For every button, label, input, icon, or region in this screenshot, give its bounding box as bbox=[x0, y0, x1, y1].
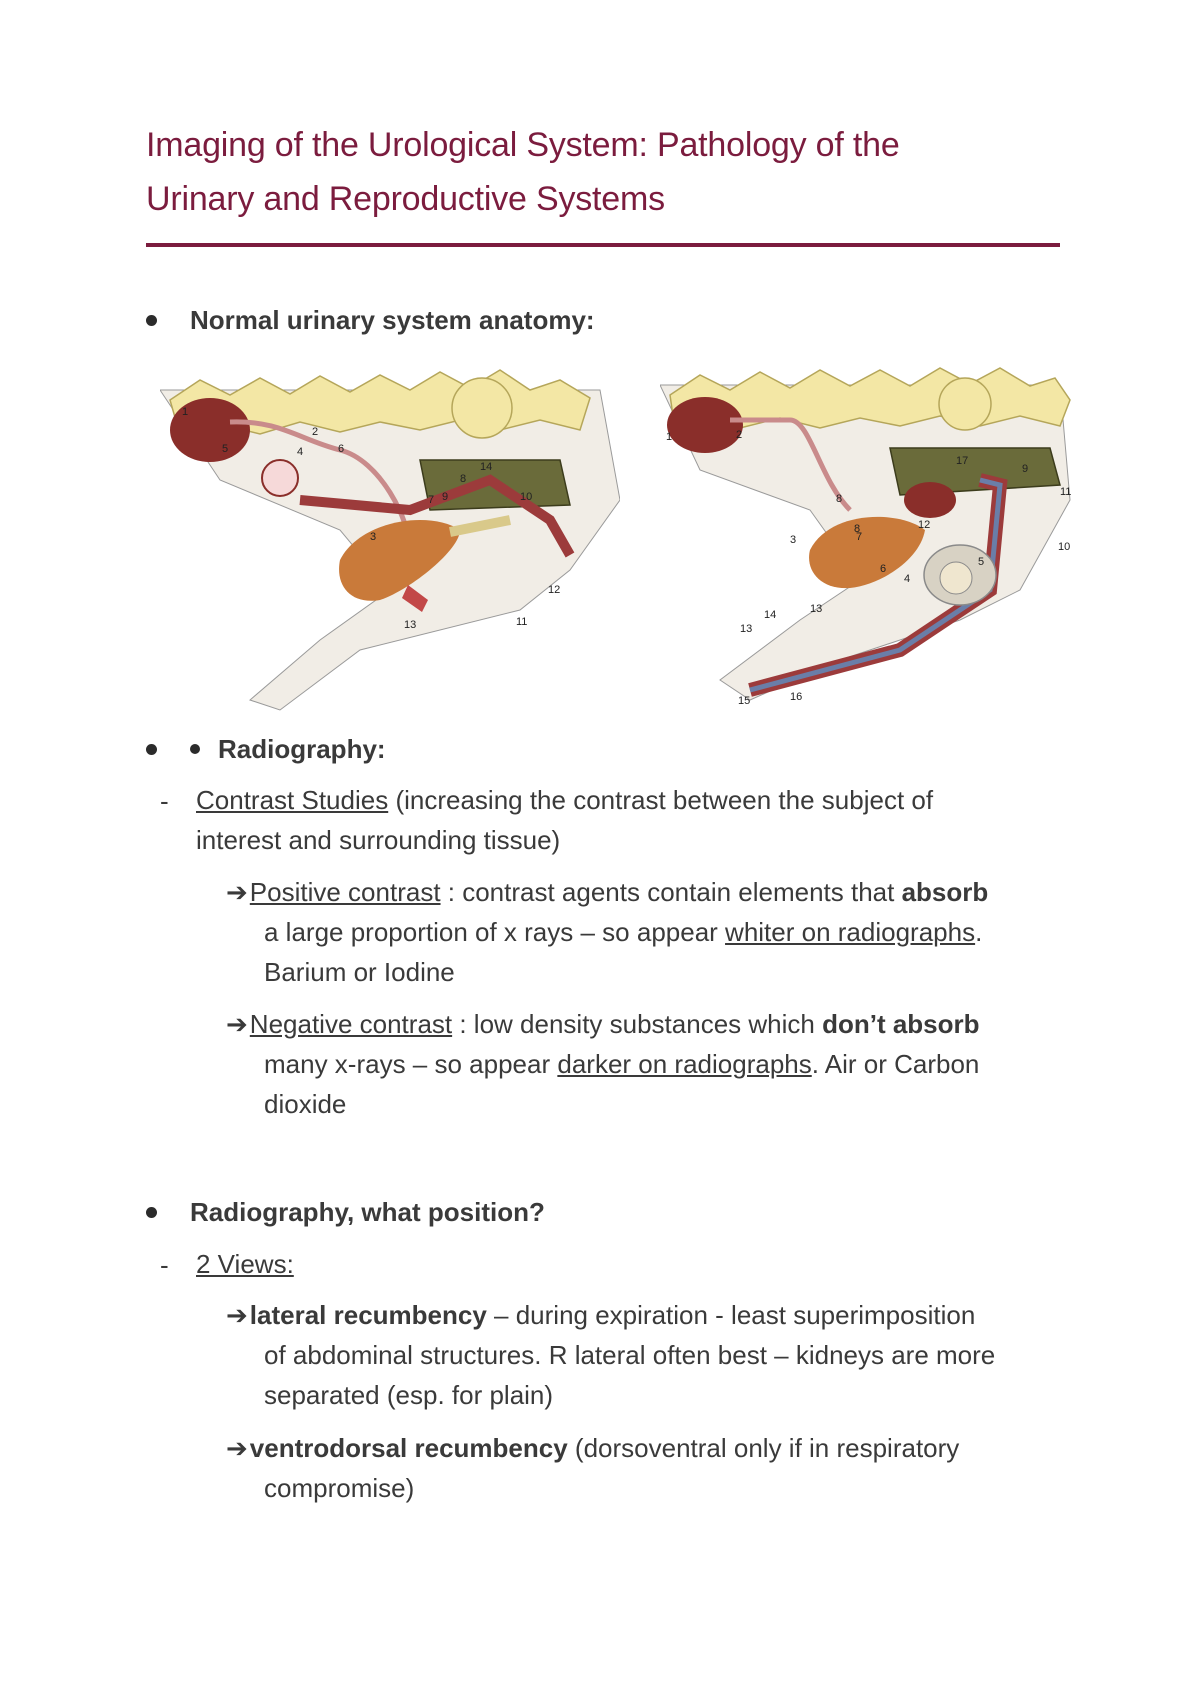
bladder bbox=[809, 516, 925, 589]
figure-label: 14 bbox=[764, 609, 776, 621]
figure-label: 8 bbox=[854, 523, 860, 535]
title-line-1: Imaging of the Urological System: Pathol… bbox=[146, 126, 900, 164]
negative-contrast-item: ➔Negative contrast : low density substan… bbox=[226, 1004, 1076, 1124]
figure-label: 13 bbox=[740, 623, 752, 635]
arrow-icon: ➔ bbox=[226, 1433, 248, 1463]
ureter bbox=[229, 419, 413, 551]
figure-label: 13 bbox=[404, 619, 416, 631]
negative-contrast-bold: don’t absorb bbox=[822, 1009, 980, 1039]
arrow-icon: ➔ bbox=[226, 1009, 248, 1039]
section-heading-position: Radiography, what position? bbox=[190, 1197, 545, 1227]
figure-label: 2 bbox=[312, 426, 318, 438]
figure-label: 7 bbox=[856, 531, 862, 543]
prostate bbox=[904, 482, 956, 518]
contrast-studies-item: Contrast Studies (increasing the contras… bbox=[196, 780, 1076, 860]
arrow-icon: ➔ bbox=[226, 877, 248, 907]
title-underline-rule bbox=[146, 243, 1060, 247]
kidney bbox=[667, 397, 743, 453]
figure-label: 3 bbox=[790, 534, 796, 546]
bullet-icon bbox=[190, 744, 200, 754]
lateral-recumbency-item: ➔lateral recumbency – during expiration … bbox=[226, 1295, 1086, 1415]
urethra bbox=[449, 515, 511, 537]
muscle bbox=[402, 585, 428, 612]
negative-contrast-label: Negative contrast bbox=[249, 1009, 453, 1039]
figure-label: 1 bbox=[182, 406, 188, 418]
negative-contrast-text: : low density substances which bbox=[452, 1009, 823, 1039]
ovary bbox=[261, 459, 299, 497]
lateral-recumbency-text-2: of abdominal structures. R lateral often… bbox=[264, 1340, 996, 1370]
kidney bbox=[170, 398, 250, 462]
ventrodorsal-recumbency-text: (dorsoventral only if in respiratory bbox=[567, 1433, 960, 1463]
figure-label: 17 bbox=[956, 455, 968, 467]
arrow-icon: ➔ bbox=[226, 1300, 248, 1330]
reproductive-tract bbox=[299, 474, 575, 558]
negative-contrast-underline: darker on radiographs bbox=[557, 1049, 812, 1079]
contrast-studies-text: (increasing the contrast between the sub… bbox=[388, 785, 934, 815]
bladder bbox=[339, 520, 460, 601]
section-heading-anatomy: Normal urinary system anatomy: bbox=[190, 305, 595, 335]
list-dash: - bbox=[160, 1250, 169, 1280]
positive-contrast-text-3: . bbox=[975, 917, 983, 947]
negative-contrast-text-2: many x-rays – so appear bbox=[264, 1049, 558, 1079]
page-title: Imaging of the Urological System: Pathol… bbox=[146, 118, 1066, 226]
positive-contrast-text-4: Barium or Iodine bbox=[264, 957, 455, 987]
anatomy-figure-female: 1 2 3 4 5 6 7 8 9 10 11 12 13 14 bbox=[160, 369, 620, 711]
positive-contrast-label: Positive contrast bbox=[249, 877, 441, 907]
figure-label: 6 bbox=[338, 443, 344, 455]
bullet-icon bbox=[146, 1207, 157, 1218]
figure-label: 8 bbox=[836, 493, 842, 505]
positive-contrast-text-2: a large proportion of x rays – so appear bbox=[264, 917, 726, 947]
figure-label: 7 bbox=[428, 494, 434, 506]
bullet-icon bbox=[146, 315, 157, 326]
positive-contrast-text: : contrast agents contain elements that bbox=[440, 877, 902, 907]
figure-label: 9 bbox=[442, 491, 448, 503]
positive-contrast-bold: absorb bbox=[901, 877, 989, 907]
testis-inner bbox=[939, 561, 973, 595]
two-views-text: 2 Views: bbox=[196, 1249, 294, 1279]
section-heading-radiography: Radiography: bbox=[218, 734, 386, 764]
bullet-icon bbox=[146, 744, 157, 755]
negative-contrast-text-3: . Air or Carbon bbox=[811, 1049, 980, 1079]
figure-label: 4 bbox=[297, 446, 303, 458]
list-dash: - bbox=[160, 786, 169, 816]
figure-label: 12 bbox=[918, 519, 930, 531]
ventrodorsal-recumbency-text-2: compromise) bbox=[264, 1473, 415, 1503]
figure-label: 15 bbox=[738, 695, 750, 707]
negative-contrast-text-4: dioxide bbox=[264, 1089, 347, 1119]
figure-label: 9 bbox=[1022, 463, 1028, 475]
figure-label: 11 bbox=[516, 616, 527, 628]
figure-label: 11 bbox=[1060, 486, 1071, 498]
contrast-studies-text-2: interest and surrounding tissue) bbox=[196, 825, 561, 855]
anatomy-figure-male: 1 2 3 4 5 6 7 8 9 10 11 12 13 14 15 16 1… bbox=[660, 367, 1071, 707]
figure-label: 5 bbox=[978, 556, 984, 568]
ventrodorsal-recumbency-item: ➔ventrodorsal recumbency (dorsoventral o… bbox=[226, 1428, 1086, 1508]
positive-contrast-underline: whiter on radiographs bbox=[725, 917, 976, 947]
positive-contrast-item: ➔Positive contrast : contrast agents con… bbox=[226, 872, 1076, 992]
vertebrae bbox=[169, 369, 591, 439]
lateral-recumbency-bold: lateral recumbency bbox=[249, 1300, 487, 1330]
figure-label: 16 bbox=[790, 691, 802, 703]
figure-label: 10 bbox=[520, 491, 532, 503]
title-line-2: Urinary and Reproductive Systems bbox=[146, 180, 665, 218]
ventrodorsal-recumbency-bold: ventrodorsal recumbency bbox=[249, 1433, 568, 1463]
figure-label: 13 bbox=[810, 603, 822, 615]
figure-label: 8 bbox=[460, 473, 466, 485]
figure-label: 2 bbox=[736, 429, 742, 441]
figure-label: 14 bbox=[480, 461, 492, 473]
lateral-recumbency-text-3: separated (esp. for plain) bbox=[264, 1380, 554, 1410]
contrast-studies-label: Contrast Studies bbox=[196, 785, 389, 815]
ureter bbox=[730, 417, 852, 512]
figure-label: 10 bbox=[1058, 541, 1070, 553]
figure-label: 5 bbox=[222, 443, 228, 455]
figure-label: 1 bbox=[666, 431, 672, 443]
two-views-label: 2 Views: bbox=[196, 1244, 294, 1284]
lateral-recumbency-text: – during expiration - least superimposit… bbox=[486, 1300, 976, 1330]
figure-label: 4 bbox=[904, 573, 910, 585]
figure-label: 6 bbox=[880, 563, 886, 575]
figure-label: 3 bbox=[370, 531, 376, 543]
figure-label: 12 bbox=[548, 584, 560, 596]
